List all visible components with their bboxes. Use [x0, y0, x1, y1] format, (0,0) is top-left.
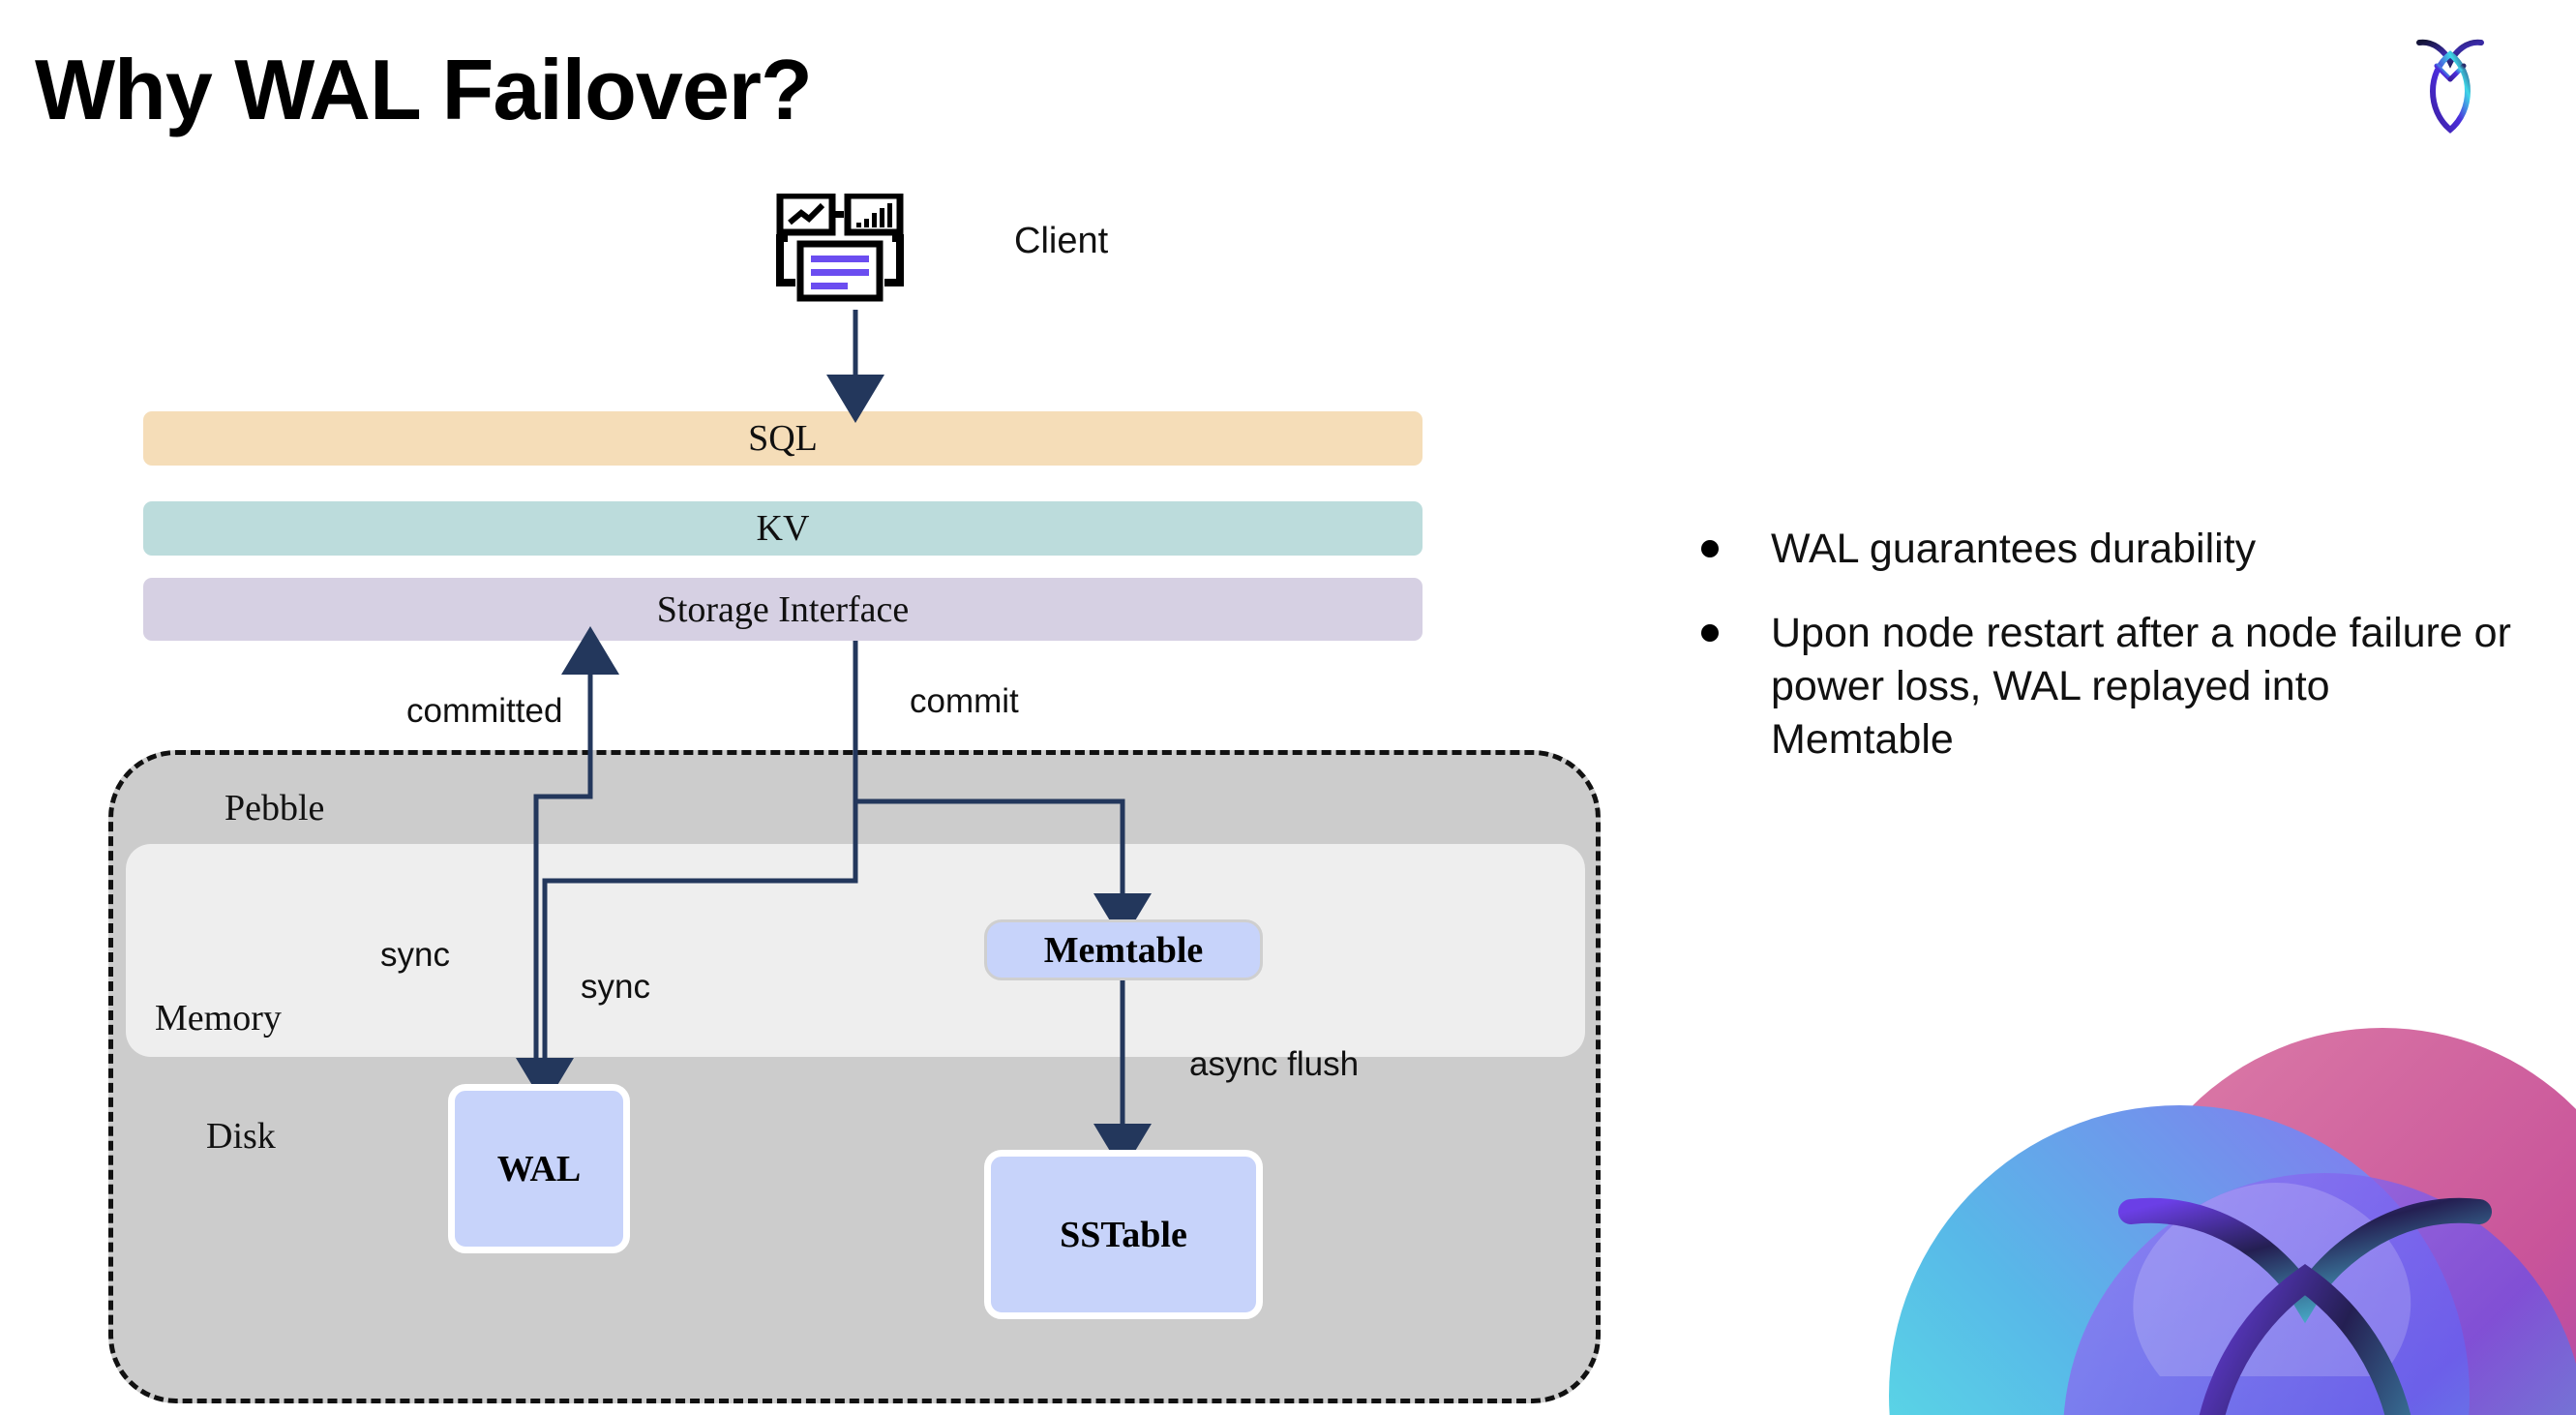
cockroachdb-watermark-icon — [1841, 892, 2576, 1415]
disk-label: Disk — [206, 1116, 276, 1157]
layer-sql-label: SQL — [748, 418, 818, 459]
bullet-list: WAL guarantees durability Upon node rest… — [1701, 523, 2524, 798]
page-title: Why WAL Failover? — [35, 42, 813, 137]
edge-label-sync-2: sync — [581, 968, 650, 1006]
edge-label-async-flush: async flush — [1189, 1045, 1360, 1083]
memory-label: Memory — [155, 998, 282, 1039]
bullet-dot-icon — [1701, 624, 1719, 643]
bullet-dot-icon — [1701, 540, 1719, 557]
architecture-diagram: Client SQL KV Storage Interface Pebble M… — [108, 192, 1601, 1403]
layer-storage-interface-label: Storage Interface — [656, 588, 910, 630]
layer-storage-interface: Storage Interface — [143, 578, 1423, 641]
bullet-text: Upon node restart after a node failure o… — [1771, 610, 2511, 764]
node-sstable: SSTable — [984, 1150, 1263, 1319]
client-label: Client — [1014, 221, 1109, 261]
list-item: WAL guarantees durability — [1701, 523, 2524, 576]
connector-layer — [516, 310, 1152, 1172]
node-memtable: Memtable — [984, 919, 1263, 980]
cockroachdb-logo-icon — [2411, 29, 2489, 135]
pebble-label: Pebble — [225, 788, 325, 828]
node-wal: WAL — [448, 1084, 630, 1253]
client-dashboard-icon — [774, 192, 929, 310]
edge-label-sync-1: sync — [380, 936, 450, 974]
node-sstable-label: SSTable — [1060, 1214, 1187, 1255]
edge-label-commit: commit — [910, 682, 1019, 720]
layer-sql: SQL — [143, 411, 1423, 466]
node-memtable-label: Memtable — [1043, 929, 1204, 971]
layer-kv-label: KV — [756, 508, 810, 549]
edge-label-committed: committed — [406, 692, 563, 730]
layer-kv: KV — [143, 501, 1423, 556]
bullet-text: WAL guarantees durability — [1771, 526, 2257, 572]
list-item: Upon node restart after a node failure o… — [1701, 607, 2524, 767]
node-wal-label: WAL — [496, 1148, 582, 1189]
